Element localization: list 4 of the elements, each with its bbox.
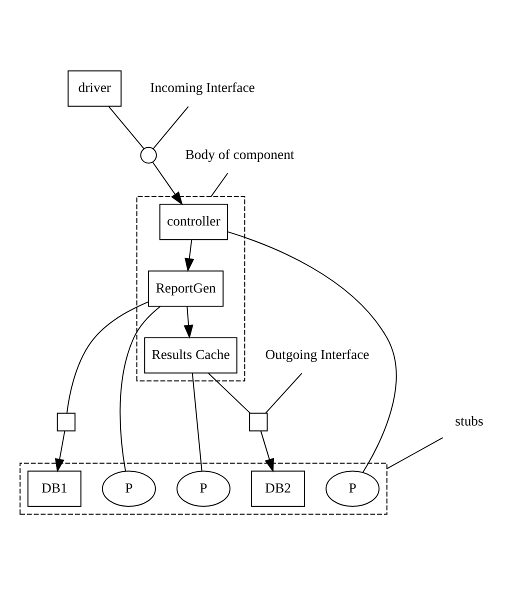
node-text: stubs: [455, 414, 484, 429]
node-text: Outgoing Interface: [265, 346, 370, 362]
node-text: Body of component: [185, 146, 294, 162]
node-text: Incoming Interface: [150, 80, 255, 96]
